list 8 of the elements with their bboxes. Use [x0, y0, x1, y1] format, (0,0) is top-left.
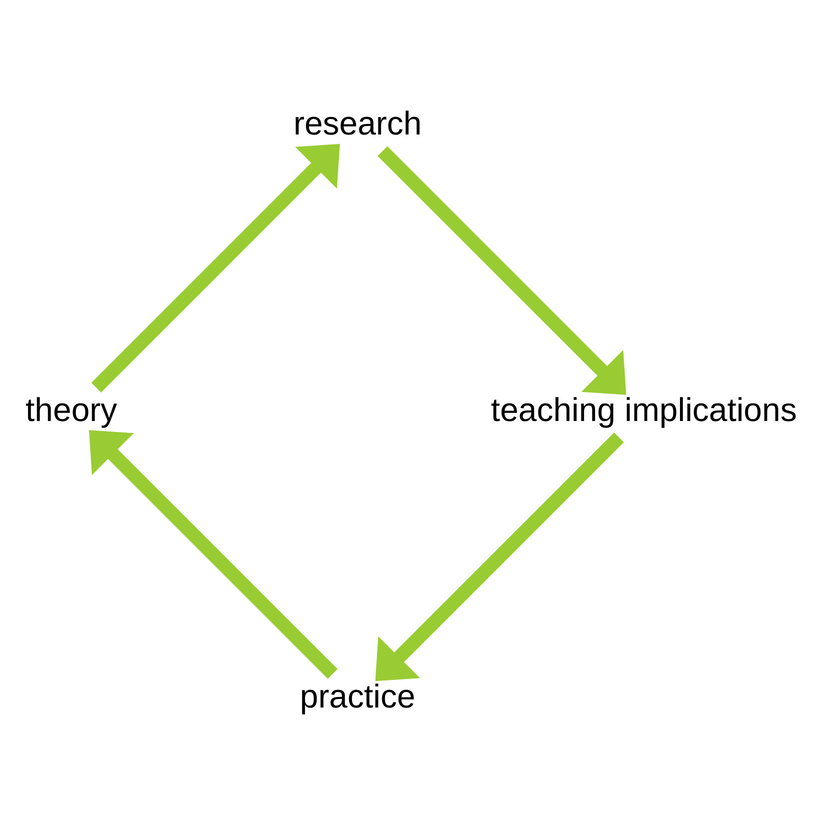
node-text: teaching implications — [490, 390, 797, 428]
arrow — [378, 146, 626, 394]
arrow — [88, 430, 338, 678]
arrow — [375, 432, 624, 681]
node-text: research — [293, 104, 422, 142]
node-text: theory — [26, 390, 118, 428]
arrow — [91, 143, 340, 392]
node-text: practice — [300, 676, 416, 714]
